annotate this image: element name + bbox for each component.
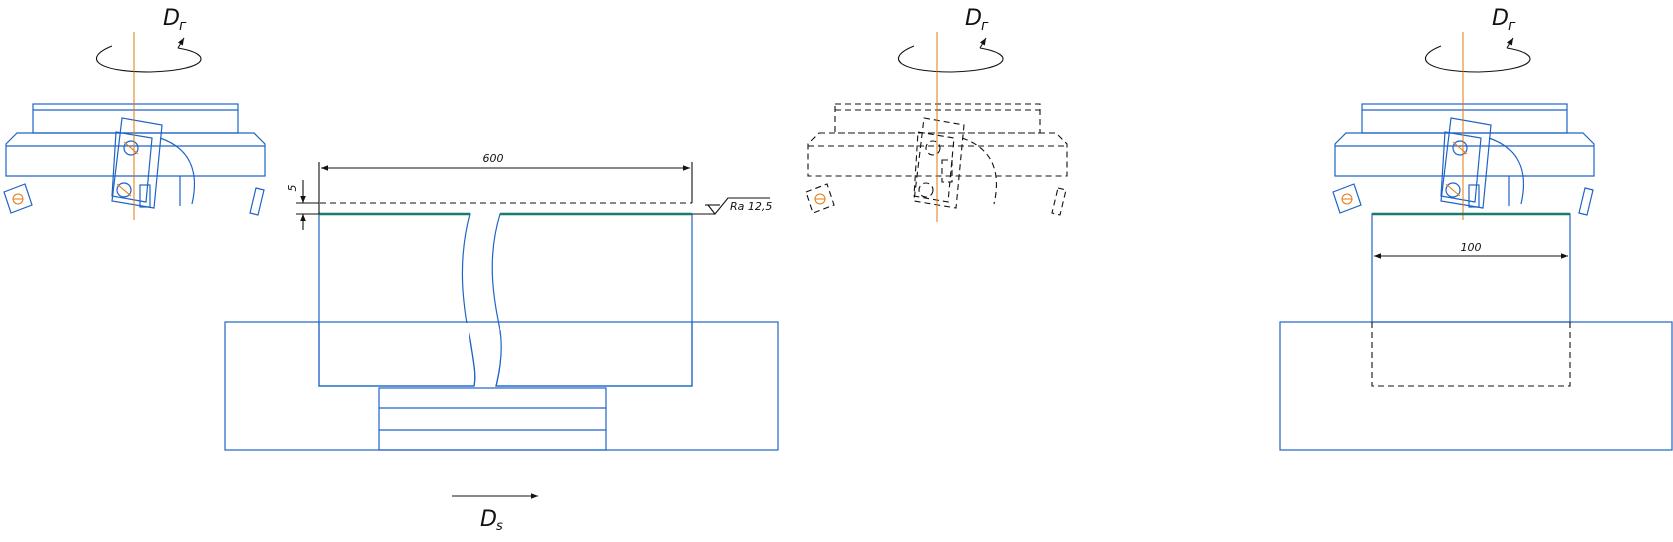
insert-left-outer	[3, 183, 33, 214]
face-mill-cutter-middle: D г	[805, 6, 1068, 222]
insert-holder-right	[1440, 117, 1492, 209]
rotation-label-right-sub: г	[1508, 18, 1516, 34]
rotation-arrow-middle	[897, 37, 1004, 73]
rotation-arrow-right	[1424, 37, 1531, 73]
dimension-depth: 5	[286, 180, 319, 230]
insert-holder-left	[111, 117, 163, 209]
length-dimension-value: 600	[483, 152, 504, 165]
dimension-length: 600	[318, 152, 693, 214]
hidden-workpiece-outline	[1371, 322, 1571, 387]
workpiece-setup-right	[1279, 212, 1673, 451]
rotation-arrow-left	[95, 37, 202, 73]
machine-table-right	[1279, 321, 1673, 451]
insert-right-outer	[1332, 183, 1362, 214]
rotation-label-left-sub: г	[179, 18, 187, 34]
face-mill-cutter-left: D г	[3, 6, 266, 220]
feed-label-sub: s	[496, 519, 503, 534]
rotation-label-right: D	[1492, 6, 1509, 31]
rotation-label-middle: D	[965, 6, 982, 31]
roughness-value: Ra 12,5	[730, 200, 772, 213]
workpiece-setup-left	[224, 202, 779, 451]
face-mill-cutter-right: D г	[1332, 6, 1595, 220]
dimension-width: 100	[1374, 241, 1568, 259]
feed-direction: D s	[452, 493, 538, 534]
rotation-label-middle-sub: г	[981, 18, 989, 34]
depth-dimension-value: 5	[286, 185, 299, 192]
width-dimension-value: 100	[1461, 241, 1482, 254]
feed-label: D	[480, 507, 497, 532]
rotation-label-left: D	[163, 6, 180, 31]
roughness-symbol: Ra 12,5	[705, 197, 772, 215]
